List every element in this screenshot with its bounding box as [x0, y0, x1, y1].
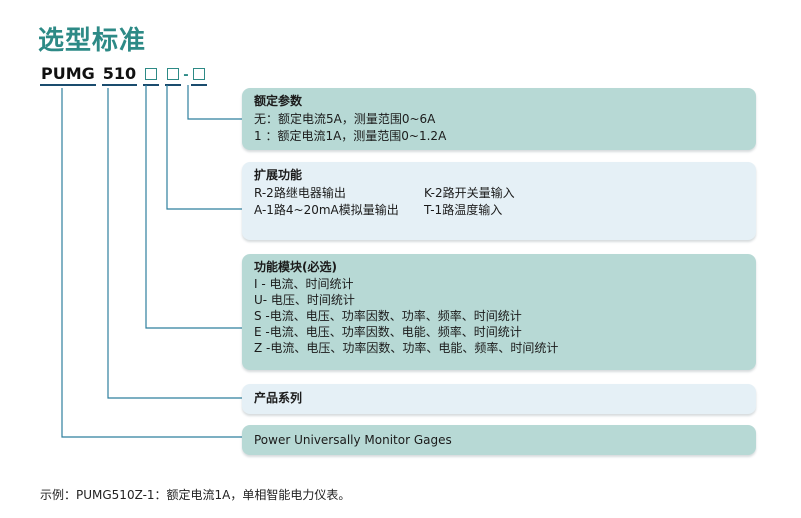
extension-item: R-2路继电器输出 — [254, 186, 346, 200]
extension-item: K-2路开关量输入 — [424, 186, 515, 200]
extension-box-icon — [167, 68, 180, 80]
extension-item: A-1路4~20mA模拟量输出 — [254, 203, 399, 217]
module-heading: 功能模块(必选) — [254, 260, 337, 274]
rating-panel: 额定参数 无：额定电流5A，测量范围0~6A 1 ：额定电流1A，测量范围0~1… — [242, 88, 756, 150]
product-full-name: Power Universally Monitor Gages — [254, 433, 452, 447]
model-code: PUMG 510 - — [40, 64, 207, 86]
model-prefix: PUMG — [40, 64, 96, 86]
extension-heading: 扩展功能 — [254, 168, 303, 182]
example-note: 示例：PUMG510Z-1：额定电流1A，单相智能电力仪表。 — [40, 488, 351, 502]
series-heading: 产品系列 — [254, 391, 303, 405]
rating-slot — [190, 64, 207, 86]
extension-panel: 扩展功能 R-2路继电器输出 K-2路开关量输入 A-1路4~20mA模拟量输出… — [242, 162, 756, 240]
rating-line: 无：额定电流5A，测量范围0~6A — [254, 112, 436, 126]
model-number: 510 — [101, 64, 138, 86]
model-separator: - — [183, 67, 189, 83]
module-line: Z -电流、电压、功率因数、功率、电能、频率、时间统计 — [254, 341, 559, 355]
module-line: I - 电流、时间统计 — [254, 277, 354, 291]
module-line: S -电流、电压、功率因数、功率、频率、时间统计 — [254, 309, 522, 323]
rating-line: 1 ：额定电流1A，测量范围0~1.2A — [254, 129, 447, 143]
rating-heading: 额定参数 — [254, 94, 303, 108]
connector-name — [61, 88, 242, 438]
module-panel: 功能模块(必选) I - 电流、时间统计 U- 电压、时间统计 S -电流、电压… — [242, 254, 756, 370]
module-line: U- 电压、时间统计 — [254, 293, 355, 307]
rating-box-icon — [192, 68, 205, 80]
page-title: 选型标准 — [38, 26, 147, 56]
connector-module — [145, 85, 242, 329]
module-box-icon — [145, 68, 158, 80]
series-panel: 产品系列 — [242, 384, 756, 414]
connector-rating — [187, 85, 242, 120]
connector-series — [107, 88, 242, 399]
extension-slot — [165, 64, 182, 86]
extension-item: T-1路温度输入 — [424, 203, 503, 217]
module-line: E -电流、电压、功率因数、电能、频率、时间统计 — [254, 325, 522, 339]
connector-extension — [166, 85, 242, 210]
name-panel: Power Universally Monitor Gages — [242, 425, 756, 455]
module-slot — [143, 64, 160, 86]
